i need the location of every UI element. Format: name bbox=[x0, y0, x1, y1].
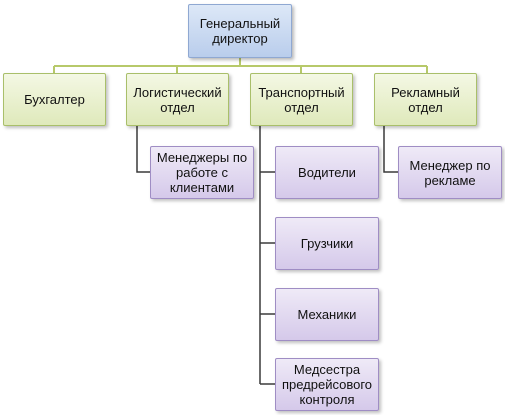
node-label: Бухгалтер bbox=[24, 92, 85, 107]
node-loaders: Грузчики bbox=[275, 217, 379, 270]
node-drivers: Водители bbox=[275, 146, 379, 199]
node-client-managers: Менеджеры по работе с клиентами bbox=[150, 146, 254, 199]
node-label: Медсестра предрейсового контроля bbox=[281, 362, 373, 407]
node-label: Логистический отдел bbox=[133, 84, 222, 115]
node-mechanics: Механики bbox=[275, 288, 379, 341]
node-pretrip-nurse: Медсестра предрейсового контроля bbox=[275, 358, 379, 411]
connector-logistics-child bbox=[136, 126, 150, 173]
node-accountant: Бухгалтер bbox=[3, 73, 106, 126]
node-transport-department: Транспортный отдел bbox=[250, 73, 353, 126]
node-label: Рекламный отдел bbox=[391, 84, 460, 115]
node-label: Транспортный отдел bbox=[258, 84, 345, 115]
node-label: Менеджер по рекламе bbox=[409, 157, 491, 188]
node-label: Механики bbox=[297, 307, 357, 322]
node-general-director: Генеральный директор bbox=[188, 4, 292, 58]
node-label: Генеральный директор bbox=[199, 16, 281, 46]
node-advertising-manager: Менеджер по рекламе bbox=[398, 146, 502, 199]
node-advertising-department: Рекламный отдел bbox=[374, 73, 477, 126]
connector-advertising-child bbox=[383, 126, 398, 173]
node-logistics-department: Логистический отдел bbox=[126, 73, 229, 126]
node-label: Менеджеры по работе с клиентами bbox=[156, 150, 248, 195]
node-label: Водители bbox=[298, 165, 356, 180]
node-label: Грузчики bbox=[300, 236, 354, 251]
